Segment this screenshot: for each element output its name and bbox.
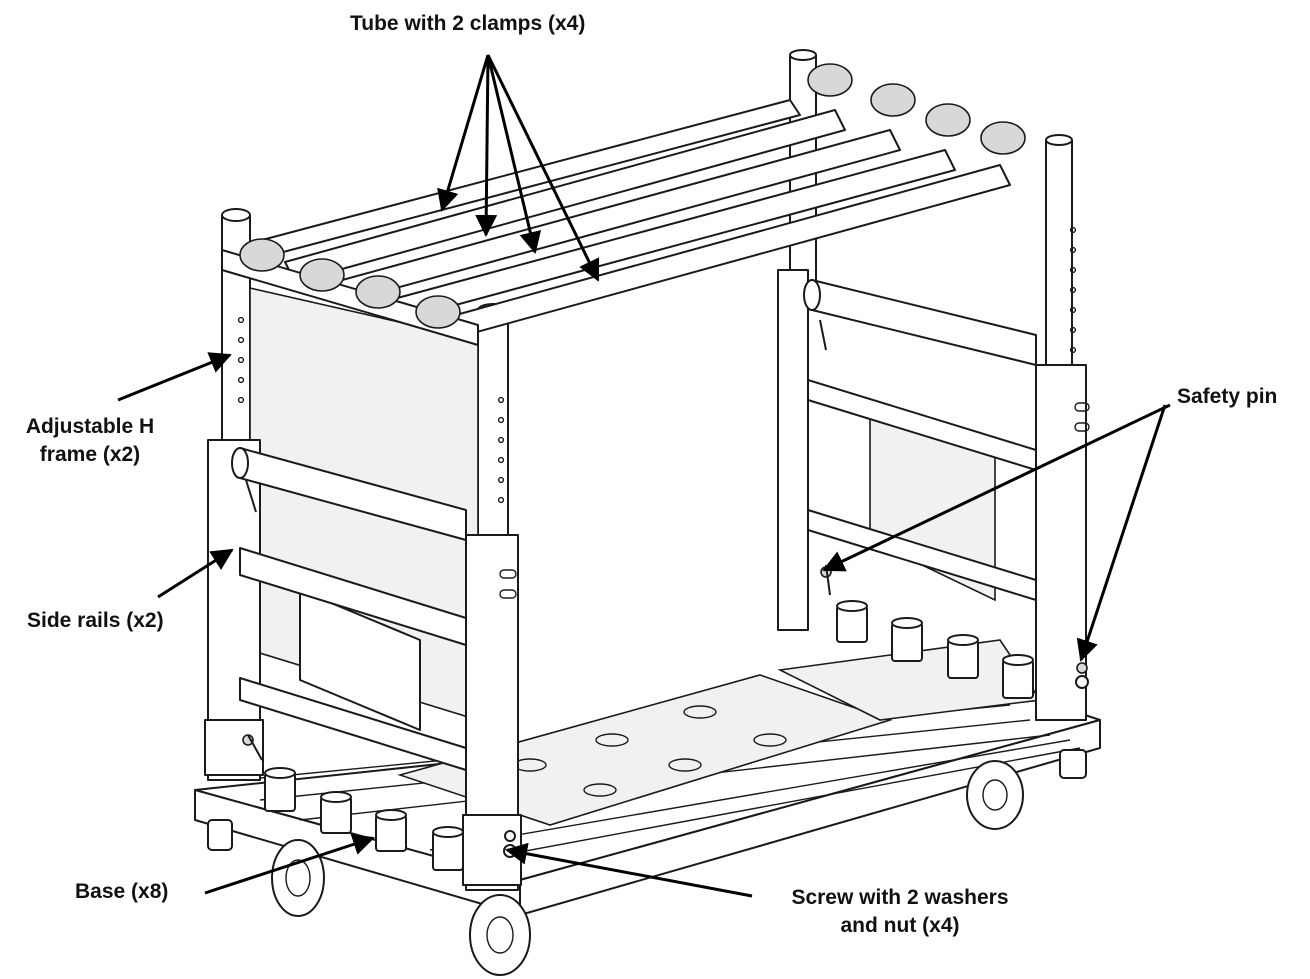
label-tube: Tube with 2 clamps (x4) <box>350 12 585 35</box>
top-tubes <box>221 109 1011 346</box>
label-side-rails: Side rails (x2) <box>27 609 164 632</box>
callout-arrows <box>117 54 1171 898</box>
base-arrow <box>204 833 375 895</box>
side-rails-arrow <box>157 548 234 599</box>
safety-pin-arrow-1 <box>822 403 1171 572</box>
tube-clamps <box>239 63 1026 329</box>
label-safety-pin: Safety pin <box>1177 385 1277 408</box>
base-cups <box>264 600 1034 871</box>
label-screw-line2: and nut (x4) <box>841 914 960 937</box>
tube-arrow-4 <box>486 54 600 282</box>
tube-arrow-1 <box>437 54 490 212</box>
label-h-frame-line2: frame (x2) <box>40 443 140 466</box>
tube-arrow-3 <box>486 54 542 254</box>
label-h-frame-line1: Adjustable H <box>26 415 154 438</box>
label-screw-line1: Screw with 2 washers <box>791 886 1008 909</box>
label-base: Base (x8) <box>75 880 168 903</box>
left-side-frame <box>204 208 522 891</box>
tube-arrow-2 <box>475 54 498 237</box>
h-frame-arrow <box>117 352 232 402</box>
safety-pin-arrow-2 <box>1076 404 1167 662</box>
screw-arrow <box>505 842 753 898</box>
